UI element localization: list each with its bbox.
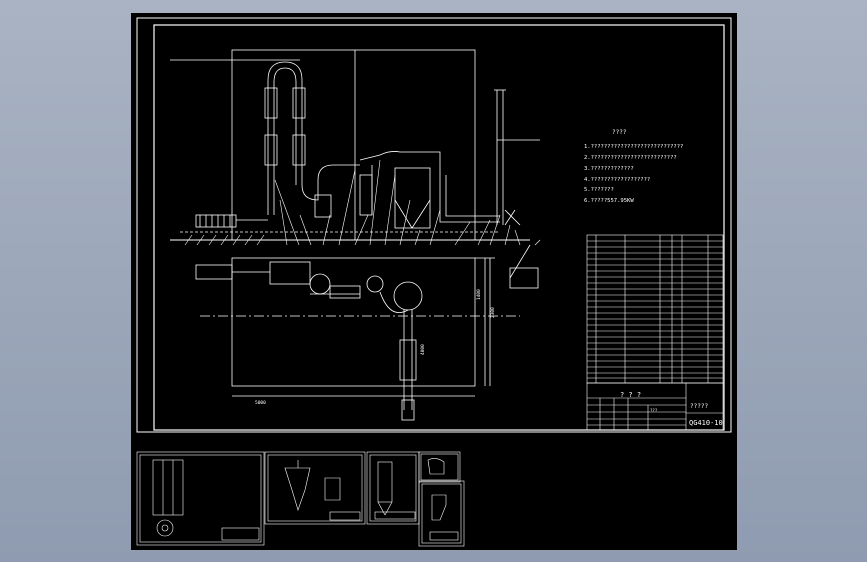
note-4: 4.??????????????????	[584, 177, 650, 183]
notes-block: ???? 1.???????????????????????????? 2.??…	[584, 129, 683, 204]
dim-plan-height: 2300	[490, 307, 496, 318]
dim-vertical-pipe: 4000	[420, 344, 426, 355]
part-balloons	[184, 159, 541, 246]
layout-thumbnail-4[interactable]	[418, 451, 461, 483]
title-block-text: ? ? ? ????? QG410-10 ???	[620, 391, 723, 427]
note-3: 3.?????????????	[584, 166, 634, 172]
layout-thumbnail-3[interactable]	[366, 451, 420, 525]
note-2: 2.??????????????????????????	[584, 155, 677, 161]
dim-plan-width: 5000	[255, 400, 266, 406]
notes-title: ????	[612, 129, 627, 136]
plan-view	[195, 244, 539, 421]
elevation-view	[170, 49, 540, 241]
main-sheet	[131, 13, 737, 436]
layout-thumbnail-5[interactable]	[418, 480, 465, 547]
dim-plan-side: 1400	[476, 289, 482, 300]
title-block	[586, 382, 724, 431]
title-scale-label: ???	[650, 408, 658, 413]
title-designer: ? ? ?	[620, 391, 641, 399]
note-5: 5.???????	[584, 187, 614, 193]
drawing-number: QG410-10	[689, 419, 723, 427]
note-1: 1.????????????????????????????	[584, 144, 683, 150]
dimensions: 5000 2300 1400 4000	[255, 289, 496, 406]
title-name: ?????	[690, 403, 708, 410]
layout-thumbnail-1[interactable]	[136, 451, 265, 546]
note-6: 6.?????557.95KW	[584, 198, 634, 204]
layout-thumbnail-2[interactable]	[264, 451, 366, 525]
parts-list-table	[586, 234, 724, 384]
